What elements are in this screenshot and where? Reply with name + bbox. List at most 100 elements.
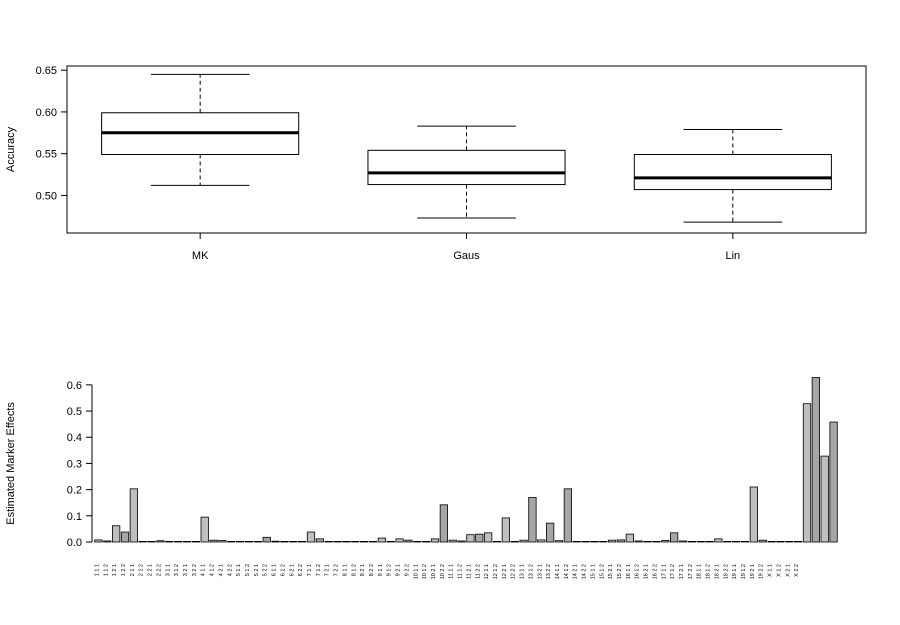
- bar: [554, 540, 564, 543]
- bar-x-tick-label: 3 2 1: [183, 564, 189, 576]
- bar-x-tick-label: 7 2 2: [334, 564, 340, 576]
- bar-x-tick-label: 13 1 1: [520, 564, 526, 579]
- bar: [342, 541, 351, 543]
- bar-x-tick-label: 19 2 1: [750, 564, 756, 579]
- bar-x-tick-label: 17 1 2: [670, 564, 676, 579]
- bar: [510, 541, 519, 543]
- boxplot-y-tick-label: 0.50: [36, 190, 57, 202]
- bar: [209, 539, 218, 543]
- bar-x-tick-label: 16 2 1: [644, 564, 650, 579]
- bar-x-tick-label: 9 1 2: [387, 564, 393, 576]
- bar-x-tick-label: 16 1 1: [626, 564, 632, 579]
- bar-x-tick-label: 17 1 1: [661, 564, 667, 579]
- bar-y-tick-label: 0.0: [67, 537, 82, 549]
- bar-x-tick-label: 12 1 2: [493, 564, 499, 579]
- bar: [466, 534, 475, 543]
- bar: [714, 538, 723, 543]
- bar: [758, 539, 767, 543]
- bar-x-tick-label: 17 2 2: [688, 564, 694, 579]
- bar: [723, 541, 732, 543]
- bar-x-tick-label: 3 2 2: [192, 564, 198, 576]
- bar: [112, 525, 121, 543]
- boxplot-x-tick-label: Lin: [725, 250, 740, 262]
- bar: [430, 538, 440, 543]
- bar-x-tick-label: 17 2 1: [679, 564, 685, 579]
- bar: [422, 541, 431, 543]
- bar-x-tick-label: 13 2 1: [537, 564, 543, 579]
- bar-x-tick-label: 13 1 2: [528, 564, 534, 579]
- bar-y-tick-label: 0.3: [67, 458, 82, 470]
- bar: [802, 403, 812, 543]
- bar-x-tick-label: 12 2 1: [502, 564, 508, 579]
- bar-x-tick-label: 18 2 1: [714, 564, 720, 579]
- bar: [413, 541, 422, 543]
- boxplot-y-tick-label: 0.60: [36, 107, 57, 119]
- bar: [120, 531, 130, 543]
- bar: [705, 541, 714, 543]
- bar-x-tick-label: 19 1 2: [741, 564, 747, 579]
- bar: [218, 540, 227, 543]
- bar-x-tick-label: 10 2 2: [440, 564, 446, 579]
- bar: [811, 377, 820, 543]
- bar: [661, 540, 670, 543]
- bar-x-tick-label: 14 1 2: [564, 564, 570, 579]
- bar-x-tick-label: 16 1 2: [635, 564, 641, 579]
- bar-x-tick-label: 7 1 1: [307, 564, 313, 576]
- bar: [448, 539, 457, 543]
- boxplot-x-tick-label: Gaus: [453, 250, 480, 262]
- bar: [749, 486, 758, 543]
- bar: [351, 541, 360, 543]
- bar-x-tick-label: 15 1 2: [599, 564, 605, 579]
- bar: [687, 541, 696, 543]
- bar-x-tick-label: 1 1 1: [94, 564, 100, 576]
- boxplot-y-tick-label: 0.65: [36, 65, 57, 77]
- bar: [625, 533, 634, 543]
- bar: [333, 541, 342, 543]
- bar-x-tick-label: 4 1 2: [210, 564, 216, 576]
- bar: [129, 488, 138, 543]
- bar: [395, 538, 404, 543]
- bar-x-tick-label: X 2 2: [794, 564, 800, 577]
- bar-x-tick-label: 5 1 2: [245, 564, 251, 576]
- bar-x-tick-label: 8 2 1: [360, 564, 366, 576]
- bar: [608, 539, 617, 543]
- bar-y-tick-label: 0.5: [67, 406, 82, 418]
- bar-x-tick-label: 1 2 2: [121, 564, 127, 576]
- boxplot-box: [367, 149, 566, 186]
- bar-x-tick-label: 5 2 1: [254, 564, 260, 576]
- bar: [484, 532, 493, 543]
- bar: [236, 541, 245, 543]
- bar: [289, 541, 298, 543]
- bar-x-tick-label: 6 1 1: [272, 564, 278, 576]
- bar-y-axis-label: Estimated Marker Effects: [5, 402, 17, 525]
- bar-x-tick-label: 19 2 2: [759, 564, 765, 579]
- bar: [227, 541, 236, 543]
- bar-x-tick-label: 1 2 1: [112, 564, 118, 576]
- bar: [138, 541, 147, 543]
- bar-x-tick-label: X 1 2: [776, 564, 782, 577]
- bar-x-tick-label: 4 1 1: [201, 564, 207, 576]
- bar: [253, 541, 262, 543]
- bar: [563, 488, 572, 543]
- bar: [360, 541, 369, 543]
- bar: [616, 539, 626, 543]
- bar: [244, 541, 254, 543]
- bar: [581, 541, 590, 543]
- bar: [794, 541, 803, 543]
- bar: [528, 497, 537, 543]
- bar: [182, 541, 192, 543]
- bar: [572, 541, 581, 543]
- bar: [670, 532, 679, 543]
- bar-x-tick-label: 9 1 1: [378, 564, 384, 576]
- bar-x-tick-label: 12 1 1: [484, 564, 490, 579]
- bar: [634, 540, 643, 543]
- bar-x-tick-label: 18 2 2: [723, 564, 729, 579]
- bar: [740, 541, 750, 543]
- bar-x-tick-label: 2 1 2: [139, 564, 145, 576]
- bar-x-tick-label: 2 1 1: [130, 564, 136, 576]
- bar-x-tick-label: 4 2 1: [218, 564, 224, 576]
- bar: [643, 541, 652, 543]
- bar: [599, 541, 608, 543]
- bar-x-tick-label: 7 2 1: [325, 564, 331, 576]
